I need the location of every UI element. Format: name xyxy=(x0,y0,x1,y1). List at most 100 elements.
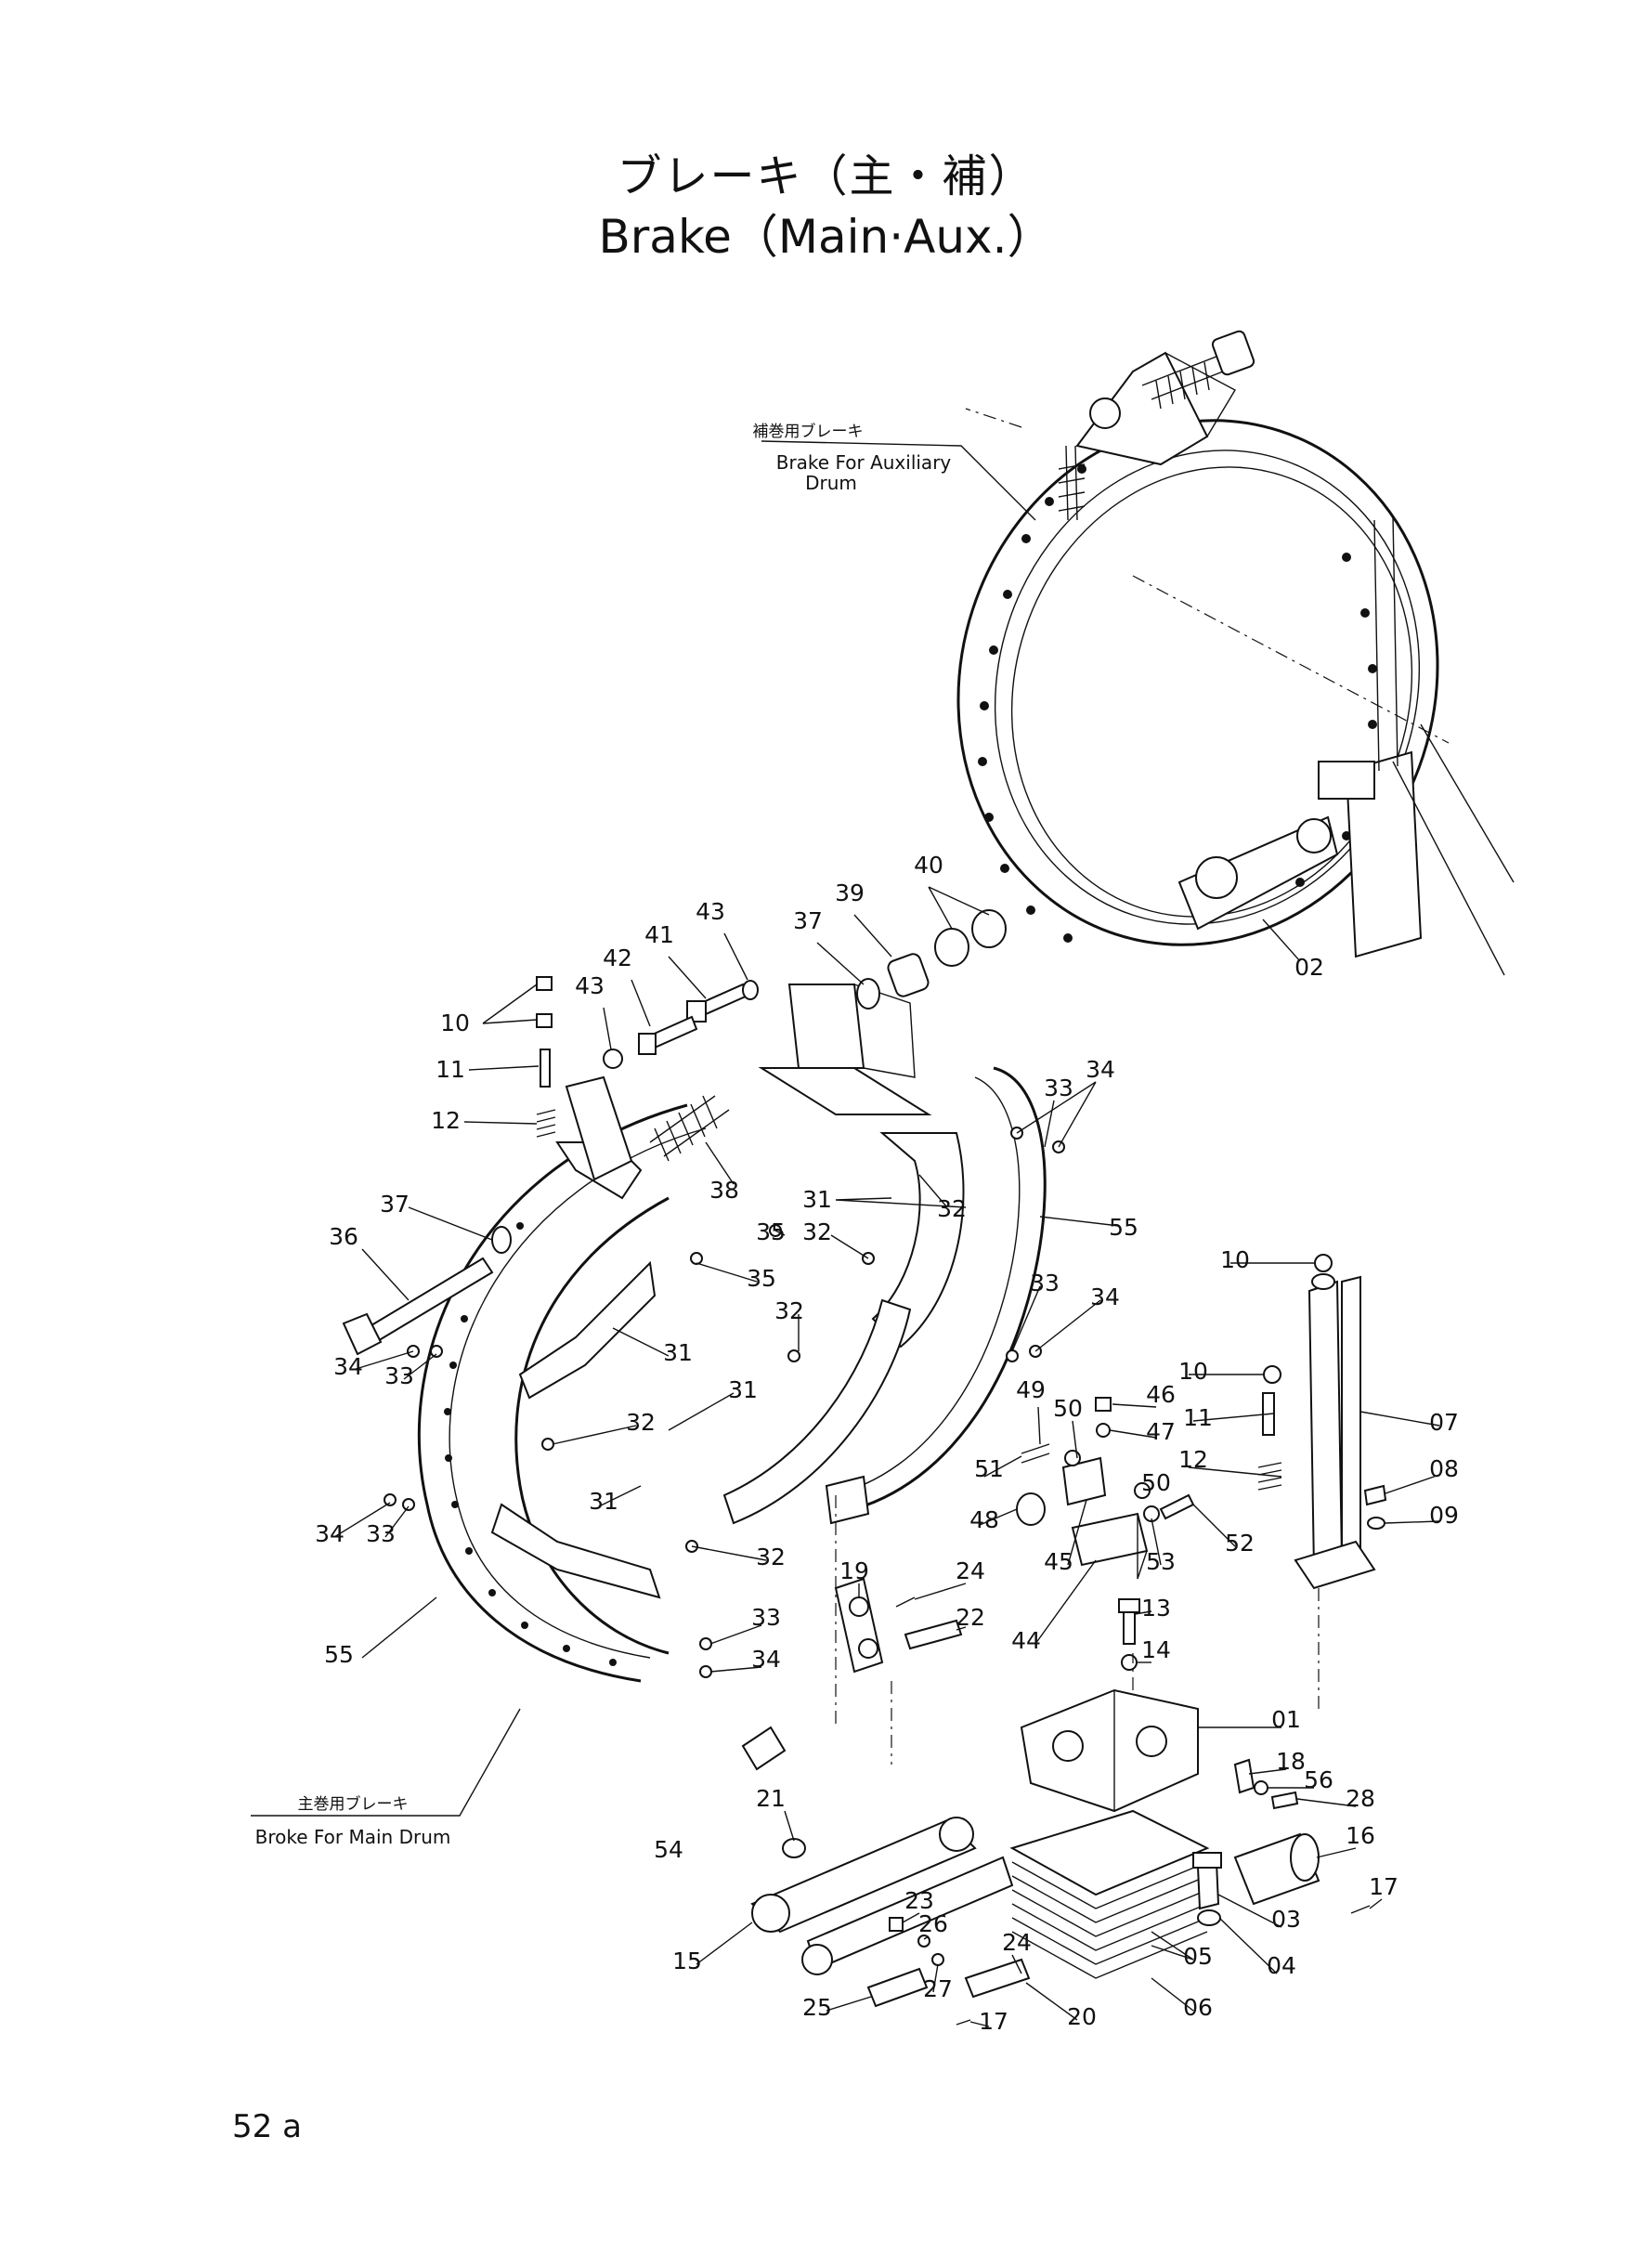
part-label-26: 26 xyxy=(918,1910,948,1937)
part-label-10: 10 xyxy=(1220,1246,1250,1273)
bracket-45 xyxy=(1061,1456,1107,1506)
washer-43 xyxy=(603,1049,623,1069)
aux-brake-band-middle xyxy=(722,984,1047,1525)
part-label-32: 32 xyxy=(802,1218,832,1245)
aux-lower-lever xyxy=(1177,815,1339,931)
base-bracket-group xyxy=(1009,1588,1371,1979)
part-label-20: 20 xyxy=(1067,2003,1097,2030)
spring-12-right xyxy=(1257,1462,1282,1491)
aux-bracket-block xyxy=(787,984,865,1069)
bracket-44 xyxy=(1071,1512,1149,1567)
part-label-22: 22 xyxy=(956,1604,985,1631)
bracket-01 xyxy=(1020,1688,1199,1813)
part-label-18: 18 xyxy=(1276,1748,1306,1775)
spring-38 xyxy=(649,1095,730,1162)
part-label-23: 23 xyxy=(904,1887,934,1914)
washer-37b xyxy=(491,1226,512,1254)
part-label-21: 21 xyxy=(756,1785,786,1812)
lower-linkage xyxy=(741,1495,1031,2026)
spacers-05 xyxy=(1011,1861,1208,1979)
part-label-25: 25 xyxy=(802,1994,832,2021)
part-label-33: 33 xyxy=(366,1520,396,1547)
part-label-50: 50 xyxy=(1141,1469,1171,1496)
part-label-41: 41 xyxy=(644,921,674,948)
main-lining-31 xyxy=(518,1260,657,1400)
part-label-28: 28 xyxy=(1346,1785,1375,1812)
main-brake-band xyxy=(417,1075,707,1683)
part-label-24: 24 xyxy=(1002,1929,1032,1956)
part-label-55: 55 xyxy=(324,1641,354,1668)
part-label-51: 51 xyxy=(974,1455,1004,1482)
shaft-20 xyxy=(964,1958,1031,1999)
aux-caption-jp: 補巻用ブレーキ xyxy=(753,422,864,441)
part-label-37: 37 xyxy=(793,907,823,934)
bolt-03 xyxy=(1196,1860,1220,1910)
part-label-33: 33 xyxy=(1044,1075,1073,1101)
part-label-27: 27 xyxy=(923,1975,953,2002)
washer-14 xyxy=(1121,1654,1138,1671)
part-label-13: 13 xyxy=(1141,1595,1171,1622)
pin-22 xyxy=(904,1619,963,1650)
part-label-17: 17 xyxy=(1369,1873,1398,1900)
part-label-05: 05 xyxy=(1183,1943,1213,1970)
aux-top-bracket xyxy=(1075,351,1209,466)
aux-adjuster xyxy=(1141,330,1255,410)
part-label-16: 16 xyxy=(1346,1822,1375,1849)
part-label-04: 04 xyxy=(1267,1952,1296,1979)
bolt-27 xyxy=(931,1953,944,1966)
part-label-10: 10 xyxy=(1178,1358,1208,1385)
part-label-31: 31 xyxy=(663,1339,693,1366)
part-label-15: 15 xyxy=(672,1948,702,1974)
aux-brake-band-inner xyxy=(994,449,1421,925)
bolt-36 xyxy=(365,1257,494,1344)
part-label-52: 52 xyxy=(1225,1530,1255,1557)
part-label-31: 31 xyxy=(802,1186,832,1213)
washer-21 xyxy=(782,1838,806,1858)
part-label-46: 46 xyxy=(1146,1381,1176,1408)
aux-caption-en-2: Drum xyxy=(805,472,857,494)
part-label-38: 38 xyxy=(709,1177,739,1204)
part-label-34: 34 xyxy=(1086,1056,1115,1083)
part-label-14: 14 xyxy=(1141,1636,1171,1663)
part-label-49: 49 xyxy=(1016,1376,1046,1403)
part-label-56: 56 xyxy=(1304,1766,1333,1793)
washer-50 xyxy=(1064,1450,1081,1466)
washer-37 xyxy=(856,978,880,1010)
bolt-17-right xyxy=(1350,1905,1371,1914)
part-label-42: 42 xyxy=(603,945,632,971)
part-label-01: 01 xyxy=(1271,1706,1301,1733)
part-label-08: 08 xyxy=(1429,1455,1459,1482)
part-label-34: 34 xyxy=(315,1520,345,1547)
part-label-10: 10 xyxy=(440,1010,470,1036)
part-label-34: 34 xyxy=(751,1646,781,1673)
part-label-35: 35 xyxy=(747,1265,776,1292)
part-label-11: 11 xyxy=(436,1056,465,1083)
page-number: 52 a xyxy=(232,2108,302,2145)
main-band-outer-55 xyxy=(417,1103,688,1683)
part-label-11: 11 xyxy=(1183,1404,1213,1431)
part-label-48: 48 xyxy=(969,1506,999,1533)
part-label-40: 40 xyxy=(914,852,943,879)
part-label-53: 53 xyxy=(1146,1548,1176,1575)
plate-18 xyxy=(1233,1758,1255,1794)
bolt-17-lower xyxy=(956,2019,971,2026)
part-label-12: 12 xyxy=(431,1107,461,1134)
part-label-12: 12 xyxy=(1178,1446,1208,1473)
bolt-11 xyxy=(540,1049,551,1088)
plate-base xyxy=(1009,1809,1210,1896)
part-label-35: 35 xyxy=(756,1218,786,1245)
rod-07 xyxy=(1307,1280,1344,1571)
part-label-17: 17 xyxy=(979,2008,1008,2035)
part-label-31: 31 xyxy=(728,1376,758,1403)
part-label-44: 44 xyxy=(1011,1627,1041,1654)
main-brake-caption: 主巻用ブレーキ Broke For Main Drum xyxy=(255,1794,451,1848)
pin-25 xyxy=(866,1967,929,2008)
aux-bracket-bolt-head xyxy=(1089,397,1121,429)
washer-04 xyxy=(1197,1909,1221,1926)
main-caption-jp: 主巻用ブレーキ xyxy=(298,1794,409,1814)
washer-56 xyxy=(1254,1780,1268,1795)
plate-23 xyxy=(889,1917,904,1932)
part-label-24: 24 xyxy=(956,1557,985,1584)
